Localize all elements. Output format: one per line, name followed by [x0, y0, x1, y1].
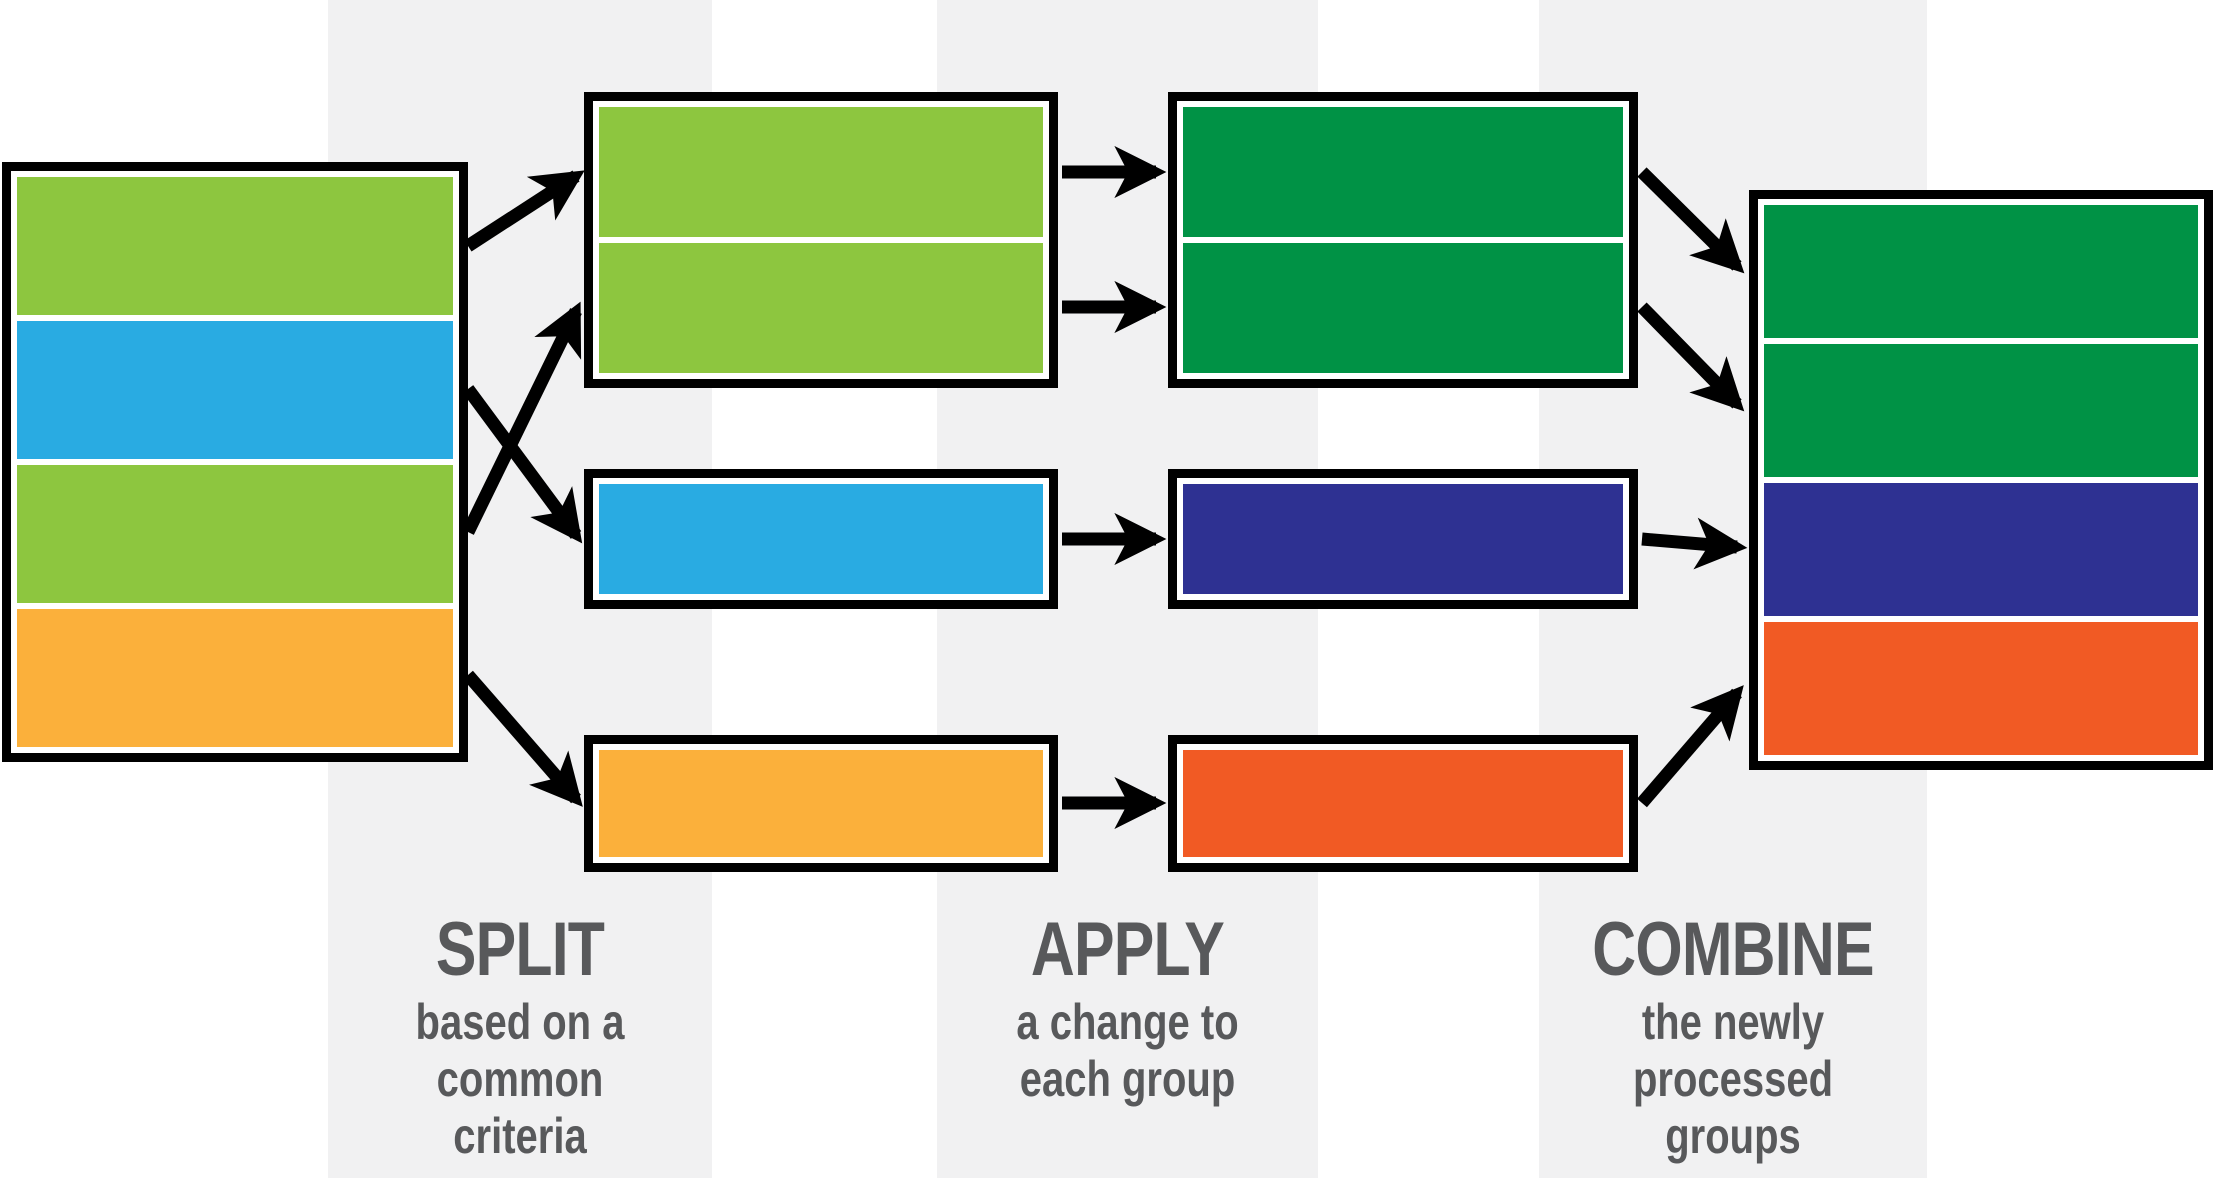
segment-light-green [599, 243, 1043, 373]
applied-group-green-box [1168, 92, 1638, 388]
apply-stage-subtitle-1: a change to [1016, 994, 1239, 1050]
combined-data-box [1749, 190, 2213, 770]
combine-stage-subtitle-2: processed groups [1632, 1051, 1834, 1164]
segment-dark-green [1183, 243, 1623, 373]
split-stage-title: SPLIT [435, 907, 605, 992]
segment-light-green [17, 465, 453, 603]
applied-group-orange-box [1168, 735, 1638, 872]
split-group-blue-box [584, 469, 1058, 609]
applied-group-blue-box [1168, 469, 1638, 609]
segment-light-green [17, 177, 453, 315]
segment-blue [599, 484, 1043, 594]
apply-stage-label: APPLY a change to each group [937, 906, 1318, 1108]
segment-orange [17, 609, 453, 747]
split-group-green-box [584, 92, 1058, 388]
segment-navy [1764, 483, 2198, 616]
segment-orange [599, 750, 1043, 857]
split-group-orange-box [584, 735, 1058, 872]
source-data-box [2, 162, 468, 762]
segment-dark-green [1183, 107, 1623, 237]
segment-blue [17, 321, 453, 459]
segment-light-green [599, 107, 1043, 237]
segment-dark-green [1764, 205, 2198, 338]
split-stage-subtitle-1: based on a [415, 994, 625, 1050]
apply-stage-title: APPLY [1030, 907, 1225, 992]
combine-stage-title: COMBINE [1592, 907, 1874, 992]
apply-stage-subtitle-2: each group [1019, 1051, 1236, 1107]
split-stage-subtitle-2: common criteria [436, 1051, 604, 1164]
segment-dark-green [1764, 344, 2198, 477]
split-stage-label: SPLIT based on a common criteria [328, 906, 712, 1165]
combine-stage-label: COMBINE the newly processed groups [1539, 906, 1927, 1165]
segment-red-orange [1764, 622, 2198, 755]
segment-navy [1183, 484, 1623, 594]
combine-stage-subtitle-1: the newly [1641, 994, 1825, 1050]
segment-red-orange [1183, 750, 1623, 857]
